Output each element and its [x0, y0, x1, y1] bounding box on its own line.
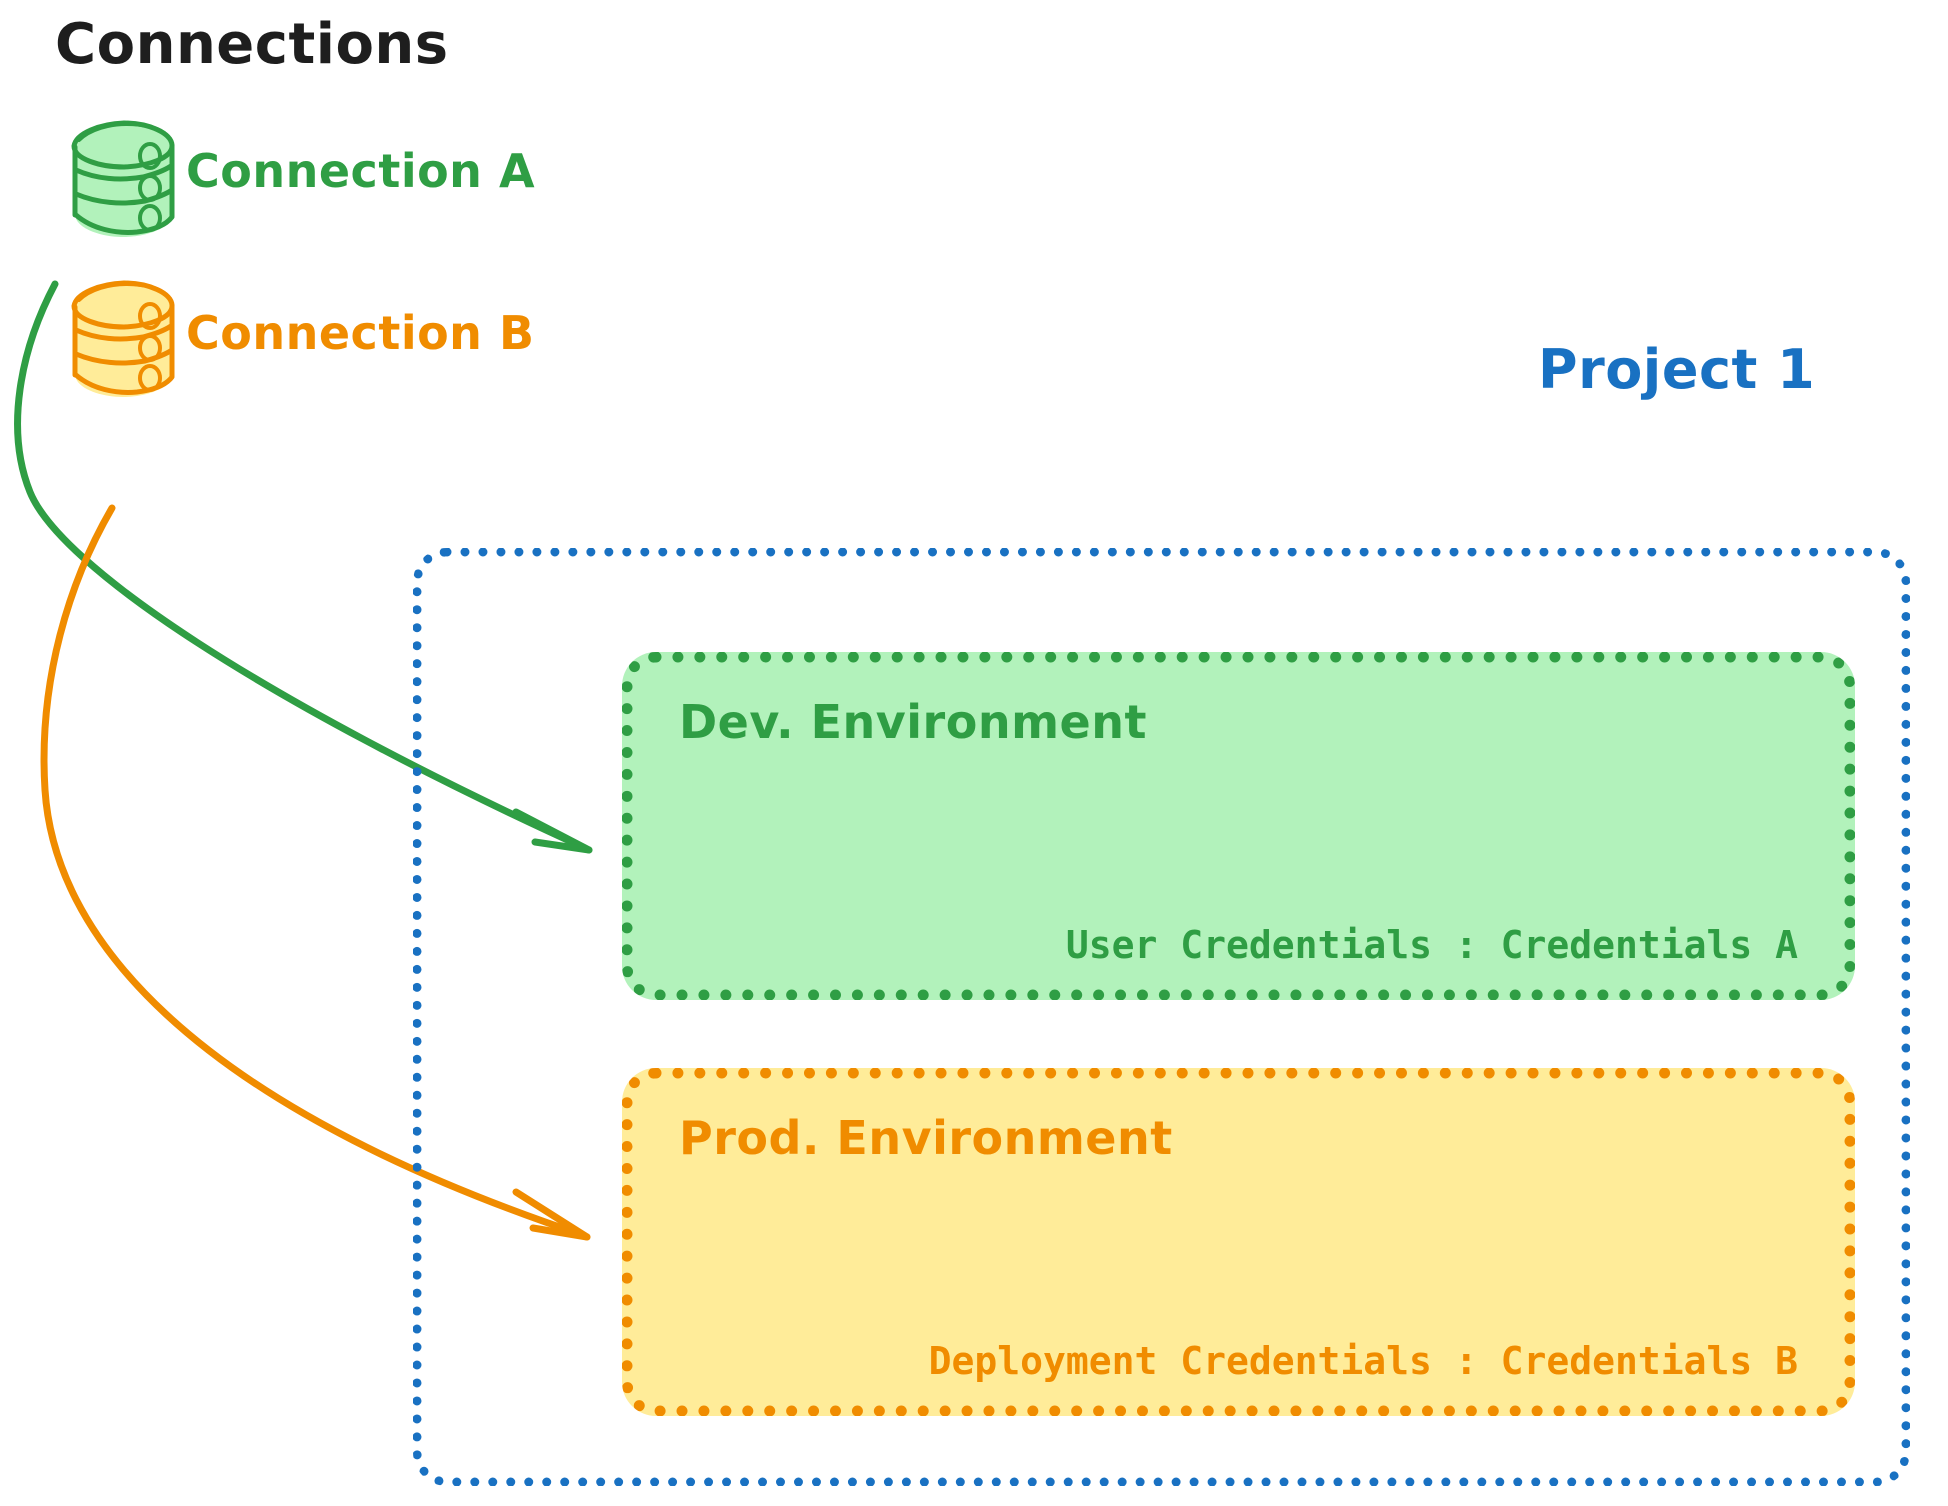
- database-cylinder-icon-connection-a[interactable]: [71, 120, 175, 237]
- dev-environment-credentials: User Credentials : Credentials A: [1065, 923, 1798, 967]
- dev-environment-box[interactable]: Dev. Environment User Credentials : Cred…: [622, 652, 1855, 1000]
- connection-b-label: Connection B: [186, 306, 535, 360]
- project-title: Project 1: [1538, 338, 1816, 401]
- prod-environment-credentials: Deployment Credentials : Credentials B: [928, 1339, 1798, 1383]
- database-cylinder-icon-connection-b[interactable]: [71, 280, 175, 397]
- arrow-connection-b-to-prod: [40, 504, 591, 1241]
- dev-environment-title: Dev. Environment: [679, 695, 1147, 749]
- project-container: Dev. Environment User Credentials : Cred…: [413, 548, 1910, 1486]
- prod-environment-title: Prod. Environment: [679, 1111, 1173, 1165]
- arrow-connection-a-to-dev: [14, 280, 593, 854]
- page-title: Connections: [55, 12, 449, 77]
- prod-environment-box[interactable]: Prod. Environment Deployment Credentials…: [622, 1068, 1855, 1416]
- connection-a-label: Connection A: [186, 144, 536, 198]
